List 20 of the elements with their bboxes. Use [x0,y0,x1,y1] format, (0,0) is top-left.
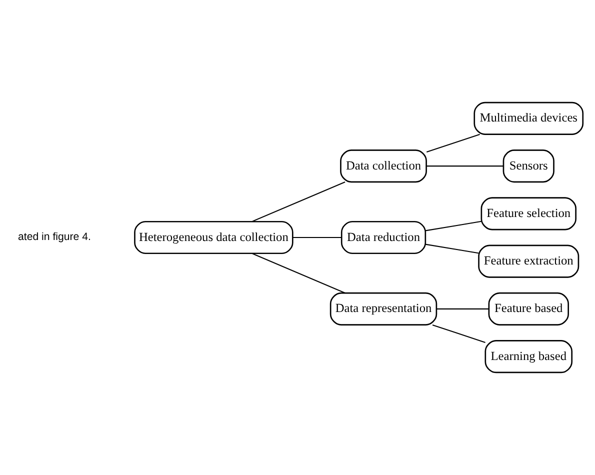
node-box: Multimedia devices [474,102,584,135]
connector [425,244,479,254]
node-box: Feature extraction [478,244,580,278]
node-box: Data reduction [340,220,426,254]
connector [425,220,482,232]
connector [292,236,342,238]
label: ated in figure 4. [18,231,91,244]
node-box: Data representation [330,292,438,326]
node-box: Data collection [340,150,427,183]
node-box: Feature selection [480,197,576,230]
node-box: Sensors [502,150,554,183]
connector [252,182,346,222]
connector [252,253,346,294]
node-box: Feature based [488,292,569,326]
node-box: Learning based [484,340,573,374]
connector [436,308,489,310]
connector [426,166,504,167]
connector [432,324,486,343]
connector [426,134,480,153]
node-box: Heterogeneous data collection [134,220,294,254]
